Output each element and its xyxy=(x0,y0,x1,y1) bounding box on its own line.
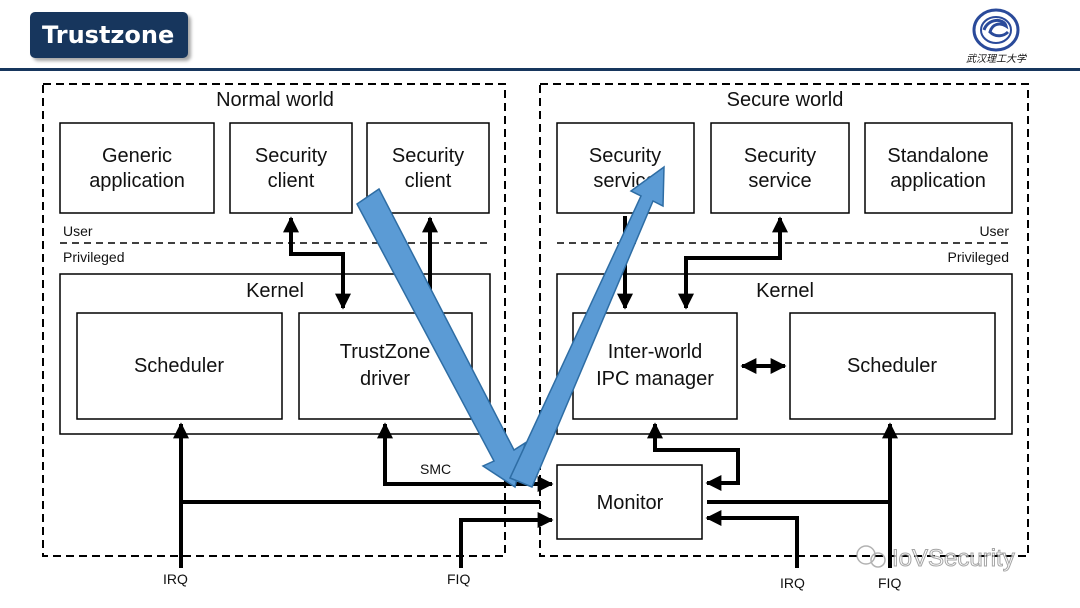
service2-ipc-arrow xyxy=(678,216,788,310)
normal-kernel-label: Kernel xyxy=(246,280,304,302)
connector-arrows xyxy=(173,216,898,568)
ipc-manager-label-2: IPC manager xyxy=(596,368,714,390)
fiq-right-label: FIQ xyxy=(878,575,901,591)
watermark: IoVSecurity xyxy=(856,545,1015,573)
security-service-1-label-1: Security xyxy=(589,145,661,167)
overlay-arrow-up xyxy=(508,165,665,488)
secure-world-box xyxy=(539,83,1029,557)
secure-user-label: User xyxy=(979,223,1009,239)
security-client-1-label-1: Security xyxy=(255,145,327,167)
standalone-application-label-1: Standalone xyxy=(887,145,988,167)
security-client-box-1 xyxy=(229,122,353,214)
normal-scheduler-label: Scheduler xyxy=(134,355,224,377)
secure-privileged-label: Privileged xyxy=(948,249,1009,265)
generic-application-label-1: Generic xyxy=(102,145,172,167)
secure-kernel-label: Kernel xyxy=(756,280,814,302)
overlay-flow-arrows xyxy=(356,165,665,489)
standalone-application-label-2: application xyxy=(890,170,986,192)
trustzone-driver-label-1: TrustZone xyxy=(340,341,430,363)
slide-title: Trustzone xyxy=(30,12,188,58)
security-client-box-2 xyxy=(366,122,490,214)
ipc-manager-label-1: Inter-world xyxy=(608,341,702,363)
smc-label: SMC xyxy=(420,461,451,477)
watermark-text: IoVSecurity xyxy=(892,545,1015,572)
normal-world-label: Normal world xyxy=(216,89,334,111)
logo-text: 武汉理工大学 xyxy=(966,53,1027,65)
security-service-2-label-2: service xyxy=(748,170,811,192)
wechat-icon xyxy=(856,545,876,565)
irq-left-label: IRQ xyxy=(163,571,188,587)
normal-world-box xyxy=(42,83,506,557)
irq-right-arrow xyxy=(705,510,799,568)
smc-arrow xyxy=(377,422,554,492)
security-client-2-label-1: Security xyxy=(392,145,464,167)
normal-user-label: User xyxy=(63,223,93,239)
security-client-2-label-2: client xyxy=(405,170,452,192)
secure-world-label: Secure world xyxy=(727,89,844,111)
generic-application-box xyxy=(59,122,215,214)
monitor-ipc-arrow xyxy=(647,422,740,491)
normal-privileged-label: Privileged xyxy=(63,249,124,265)
monitor-label: Monitor xyxy=(597,492,664,514)
generic-application-label-2: application xyxy=(89,170,185,192)
security-client-1-label-2: client xyxy=(268,170,315,192)
normal-scheduler-box xyxy=(76,312,283,420)
title-underline xyxy=(0,68,1080,71)
irq-right-label: IRQ xyxy=(780,575,805,591)
university-logo: 武汉理工大学 xyxy=(966,8,1027,65)
trustzone-driver-label-2: driver xyxy=(360,368,410,390)
fiq-left-label: FIQ xyxy=(447,571,470,587)
security-service-box-2 xyxy=(710,122,850,214)
fiq-left-arrow xyxy=(459,512,554,568)
standalone-application-box xyxy=(864,122,1013,214)
security-service-box-1 xyxy=(556,122,695,214)
security-service-2-label-1: Security xyxy=(744,145,816,167)
client-driver-arrow xyxy=(283,216,351,310)
secure-scheduler-box xyxy=(789,312,996,420)
secure-scheduler-label: Scheduler xyxy=(847,355,937,377)
